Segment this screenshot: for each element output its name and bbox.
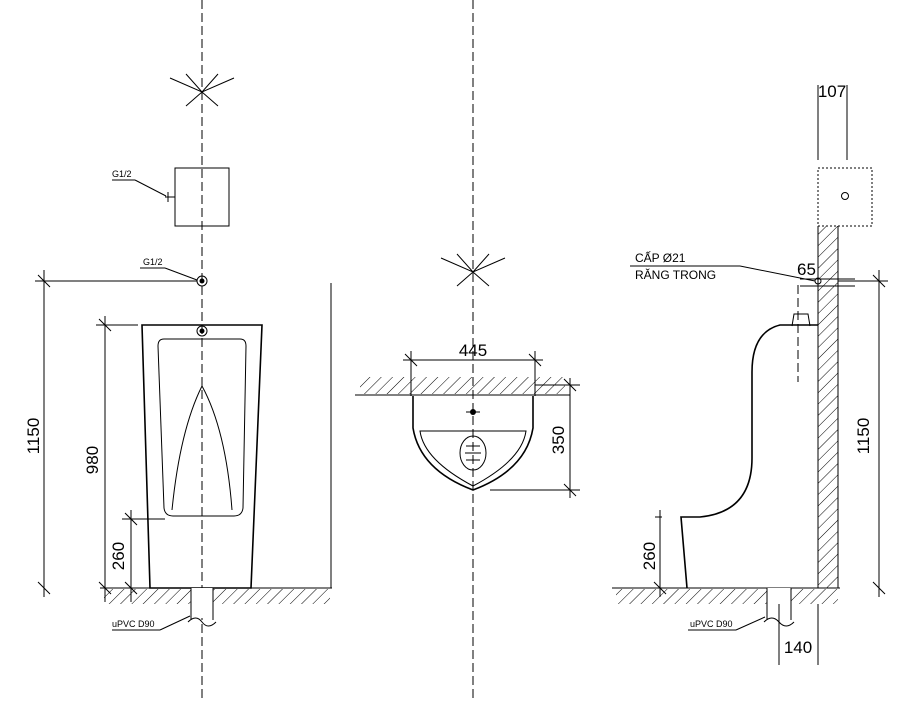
front-urinal-bowl xyxy=(157,338,247,517)
side-spud xyxy=(791,313,811,327)
side-wall-hatch xyxy=(818,226,838,588)
side-floor-hatch xyxy=(616,589,838,604)
front-dim-urinal-height: 980 xyxy=(83,446,102,474)
top-wall-hatch xyxy=(360,377,565,394)
front-urinal-splash xyxy=(171,385,233,511)
top-drain-strainer xyxy=(459,435,487,471)
front-dim-inlet-height: 260 xyxy=(109,542,128,570)
inlet-label: G1/2 xyxy=(143,257,163,267)
side-dim-total-height: 1150 xyxy=(854,418,873,455)
front-drain-pipe xyxy=(187,588,217,627)
side-supply-label-line2: RĂNG TRONG xyxy=(635,267,716,282)
top-urinal-bowl xyxy=(419,430,527,487)
front-floor-hatch xyxy=(104,589,330,604)
side-supply-label-line1: CẤP Ø21 xyxy=(635,250,686,265)
front-dim-total-height: 1150 xyxy=(24,418,43,455)
side-valve-box xyxy=(817,167,873,227)
top-dim-depth: 350 xyxy=(549,426,568,454)
valve-pipe-label: G1/2 xyxy=(112,169,132,179)
side-dim-inlet-height: 260 xyxy=(640,542,659,570)
front-view: G1/2 G1/2 1150 980 260 xyxy=(24,0,332,702)
side-dim-drain-offset: 140 xyxy=(784,638,812,657)
side-view: 107 CẤP Ø21 RĂNG TRONG 65 1150 xyxy=(612,82,888,665)
top-flow-symbol xyxy=(440,253,506,287)
side-drain-label: uPVC D90 xyxy=(690,619,733,629)
top-urinal-body xyxy=(412,396,534,491)
top-dim-width: 445 xyxy=(459,341,487,360)
front-drain-label: uPVC D90 xyxy=(112,619,155,629)
side-dim-supply-offset: 65 xyxy=(797,260,816,279)
side-dim-top-width: 107 xyxy=(818,82,846,101)
side-urinal-profile xyxy=(680,324,818,589)
front-flow-symbol xyxy=(169,73,235,107)
top-view: 445 350 xyxy=(355,0,580,702)
side-supply-point xyxy=(814,277,822,285)
